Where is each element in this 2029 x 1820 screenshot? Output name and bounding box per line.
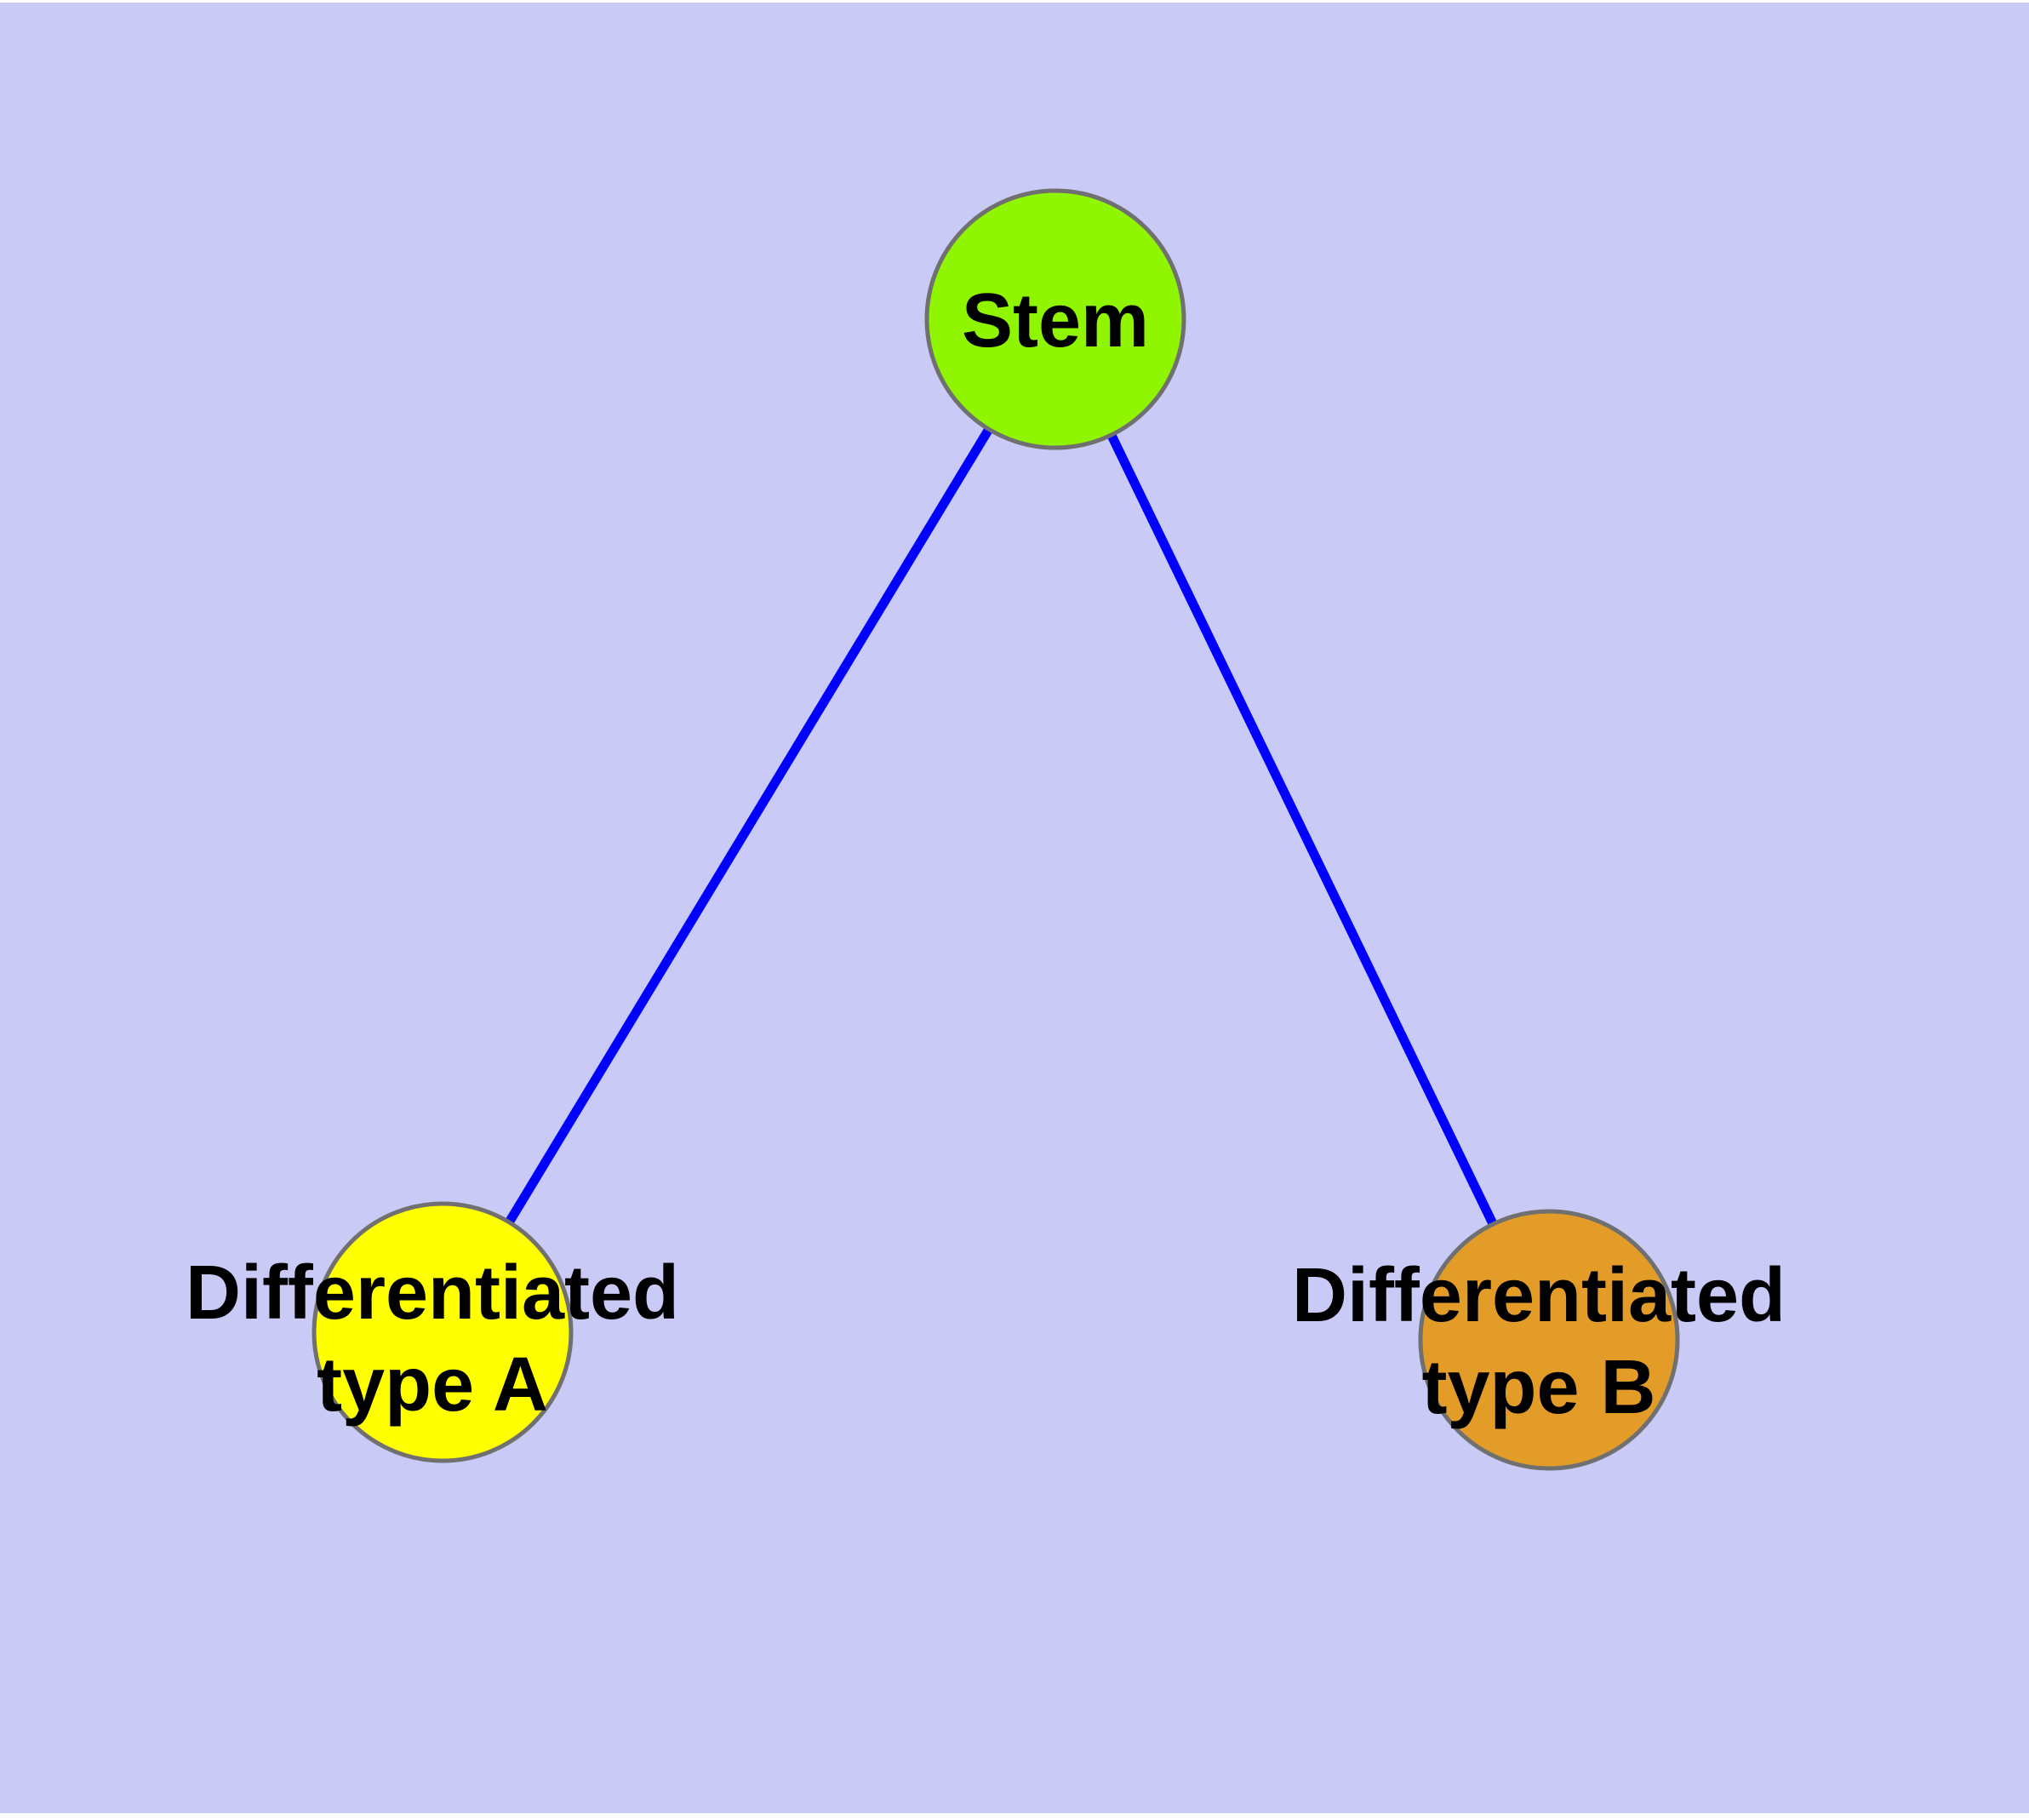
node-type-a-label-line2: type A (317, 1342, 548, 1428)
node-type-b-circle (1418, 1209, 1680, 1471)
node-stem-circle (924, 188, 1186, 450)
node-type-a-label-line1: Differentiated (186, 1251, 679, 1336)
node-stem-label: Stem (962, 278, 1149, 363)
edge-stem-to-type-b (1050, 314, 1554, 1345)
node-type-a-circle (311, 1201, 574, 1463)
node-type-b-label-line1: Differentiated (1292, 1253, 1786, 1338)
node-type-b-label-line2: type B (1421, 1345, 1655, 1430)
edge-stem-to-type-a (437, 314, 1060, 1337)
